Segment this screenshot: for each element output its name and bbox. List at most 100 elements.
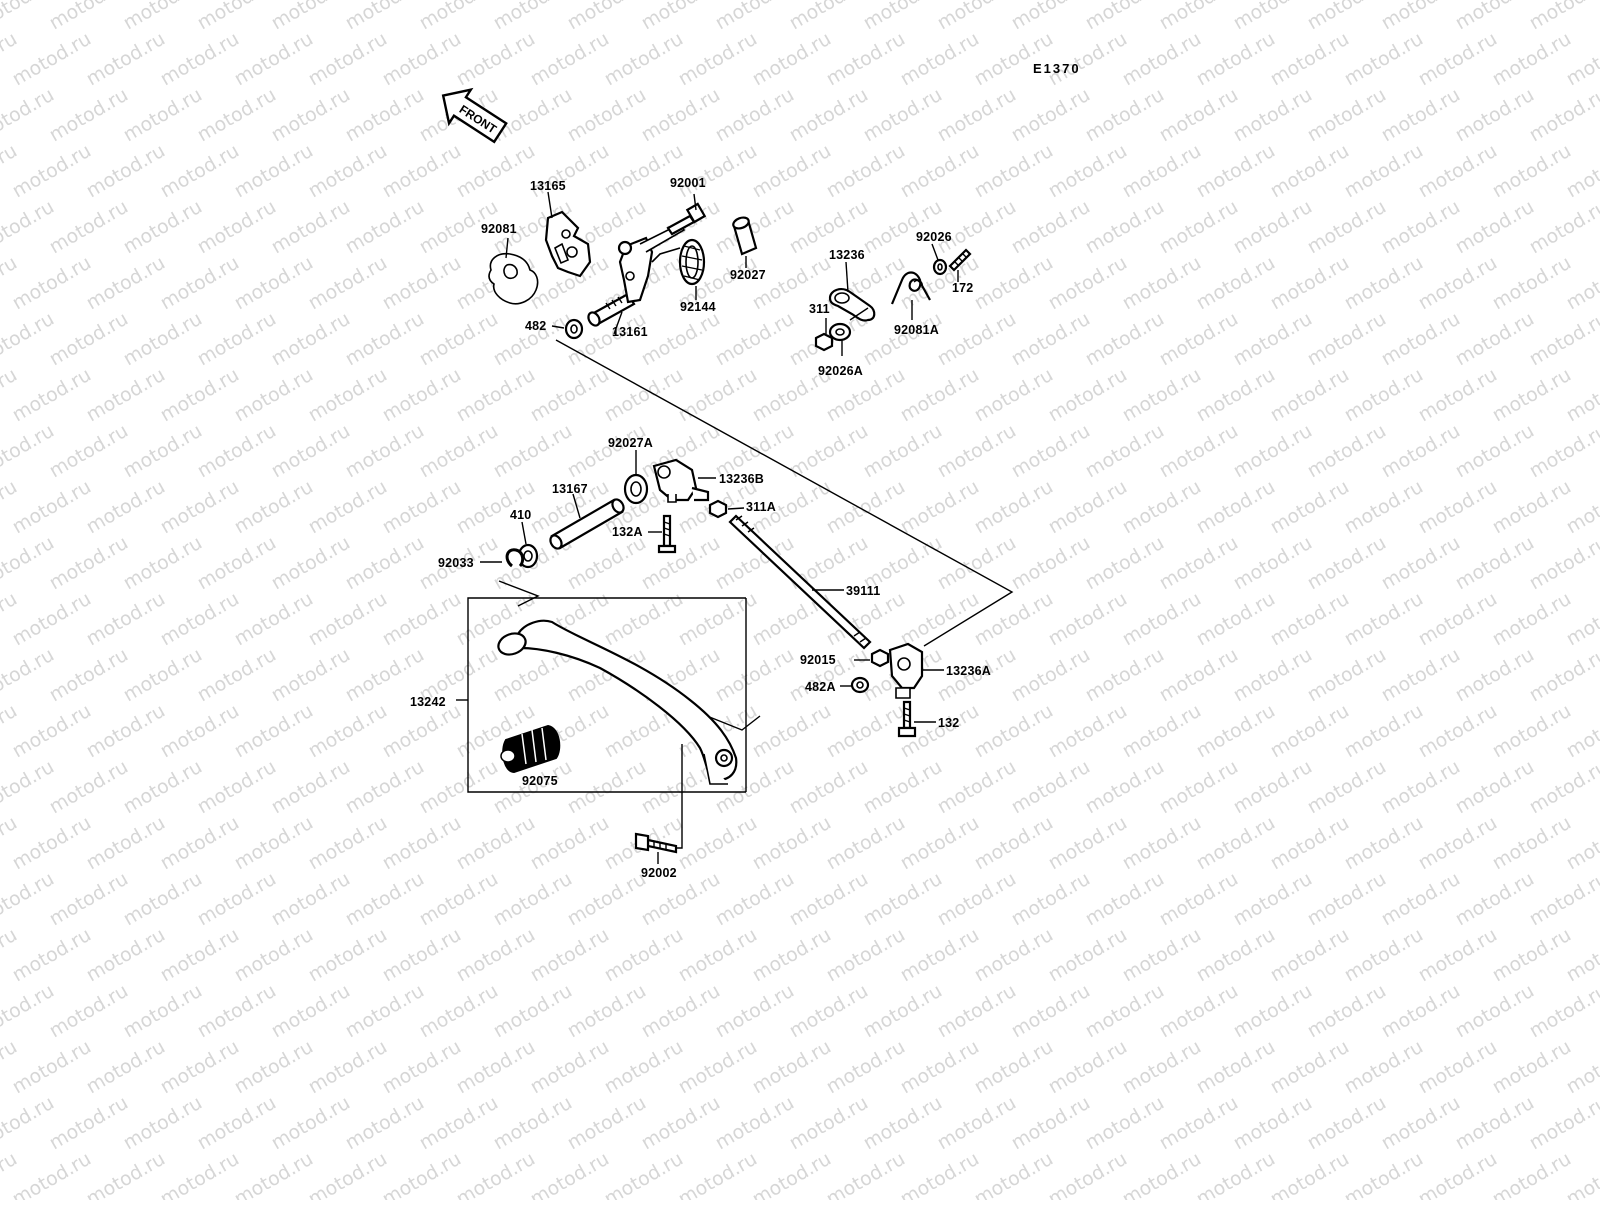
watermark-text: motod.ru <box>120 980 206 1043</box>
watermark-text: motod.ru <box>342 196 428 259</box>
watermark-text: motod.ru <box>1452 196 1538 259</box>
label-92027A: 92027A <box>608 436 653 450</box>
watermark-text: motod.ru <box>1341 812 1427 875</box>
watermark-text: motod.ru <box>786 980 872 1043</box>
watermark-text: motod.ru <box>1008 868 1094 931</box>
watermark-text: motod.ru <box>971 364 1057 427</box>
watermark-text: motod.ru <box>9 588 95 651</box>
watermark-text: motod.ru <box>1230 644 1316 707</box>
label-311A: 311A <box>746 500 776 514</box>
watermark-text: motod.ru <box>0 84 58 147</box>
watermark-text: motod.ru <box>1193 476 1279 539</box>
watermark-text: motod.ru <box>231 1036 317 1099</box>
watermark-text: motod.ru <box>342 1092 428 1155</box>
watermark-text: motod.ru <box>1452 756 1538 819</box>
watermark-text: motod.ru <box>0 644 58 707</box>
watermark-text: motod.ru <box>83 28 169 91</box>
watermark-text: motod.ru <box>1304 196 1390 259</box>
watermark-text: motod.ru <box>1008 1092 1094 1155</box>
watermark-text: motod.ru <box>379 924 465 987</box>
watermark-text: motod.ru <box>0 868 58 931</box>
watermark-text: motod.ru <box>860 420 946 483</box>
watermark-text: motod.ru <box>564 756 650 819</box>
watermark-text: motod.ru <box>564 532 650 595</box>
watermark-text: motod.ru <box>823 700 909 763</box>
watermark-text: motod.ru <box>1415 700 1501 763</box>
watermark-text: motod.ru <box>1378 644 1464 707</box>
watermark-text: motod.ru <box>305 476 391 539</box>
watermark-text: motod.ru <box>453 1036 539 1099</box>
watermark-text: motod.ru <box>379 28 465 91</box>
watermark-text: motod.ru <box>157 476 243 539</box>
watermark-text: motod.ru <box>1341 364 1427 427</box>
watermark-text: motod.ru <box>1267 140 1353 203</box>
watermark-text: motod.ru <box>860 980 946 1043</box>
watermark-text: motod.ru <box>453 364 539 427</box>
watermark-text: motod.ru <box>527 812 613 875</box>
watermark-text: motod.ru <box>860 756 946 819</box>
watermark-text: motod.ru <box>194 1092 280 1155</box>
watermark-text: motod.ru <box>1378 84 1464 147</box>
watermark-text: motod.ru <box>1341 28 1427 91</box>
watermark-text: motod.ru <box>1526 84 1600 147</box>
watermark-text: motod.ru <box>934 868 1020 931</box>
watermark-text: motod.ru <box>157 588 243 651</box>
watermark-text: motod.ru <box>120 196 206 259</box>
watermark-text: motod.ru <box>1267 28 1353 91</box>
watermark-text: motod.ru <box>1304 980 1390 1043</box>
watermark-text: motod.ru <box>1045 700 1131 763</box>
watermark-text: motod.ru <box>1452 980 1538 1043</box>
watermark-text: motod.ru <box>305 924 391 987</box>
label-13165: 13165 <box>530 179 566 193</box>
watermark-text: motod.ru <box>564 980 650 1043</box>
watermark-text: motod.ru <box>0 308 58 371</box>
watermark-text: motod.ru <box>860 1092 946 1155</box>
watermark-text: motod.ru <box>934 420 1020 483</box>
watermark-text: motod.ru <box>1082 1092 1168 1155</box>
watermark-text: motod.ru <box>1378 420 1464 483</box>
watermark-text: motod.ru <box>712 84 798 147</box>
watermark-text: motod.ru <box>1082 868 1168 931</box>
watermark-text: motod.ru <box>1119 588 1205 651</box>
watermark-text: motod.ru <box>1267 812 1353 875</box>
part-92026-washer <box>934 260 946 274</box>
watermark-text: motod.ru <box>194 980 280 1043</box>
part-92033-circlip <box>507 550 523 566</box>
watermark-text: motod.ru <box>342 868 428 931</box>
watermark-text: motod.ru <box>527 1036 613 1099</box>
watermark-text: motod.ru <box>231 364 317 427</box>
watermark-text: motod.ru <box>157 252 243 315</box>
watermark-text: motod.ru <box>490 980 576 1043</box>
watermark-text: motod.ru <box>83 140 169 203</box>
watermark-text: motod.ru <box>231 476 317 539</box>
watermark-text: motod.ru <box>120 84 206 147</box>
watermark-text: motod.ru <box>1045 476 1131 539</box>
label-92144: 92144 <box>680 300 716 314</box>
watermark-text: motod.ru <box>46 84 132 147</box>
part-92027A-washer <box>625 475 647 503</box>
label-482: 482 <box>525 319 546 333</box>
watermark-text: motod.ru <box>416 868 502 931</box>
watermark-text: motod.ru <box>823 924 909 987</box>
watermark-text: motod.ru <box>712 0 798 34</box>
watermark-text: motod.ru <box>1008 308 1094 371</box>
watermark-text: motod.ru <box>9 252 95 315</box>
watermark-text: motod.ru <box>379 700 465 763</box>
watermark-text: motod.ru <box>638 532 724 595</box>
watermark-text: motod.ru <box>1082 196 1168 259</box>
watermark-text: motod.ru <box>1119 252 1205 315</box>
label-13236B: 13236B <box>719 472 764 486</box>
watermark-text: motod.ru <box>1526 644 1600 707</box>
watermark-text: motod.ru <box>0 196 58 259</box>
watermark-text: motod.ru <box>1526 1092 1600 1155</box>
watermark-text: motod.ru <box>1378 1092 1464 1155</box>
watermark-text: motod.ru <box>1119 140 1205 203</box>
watermark-text: motod.ru <box>120 756 206 819</box>
watermark-text: motod.ru <box>1045 364 1131 427</box>
watermark-text: motod.ru <box>379 140 465 203</box>
watermark-text: motod.ru <box>1489 476 1575 539</box>
watermark-text: motod.ru <box>712 644 798 707</box>
watermark-text: motod.ru <box>0 756 58 819</box>
watermark-text: motod.ru <box>1526 756 1600 819</box>
watermark-text: motod.ru <box>897 28 983 91</box>
